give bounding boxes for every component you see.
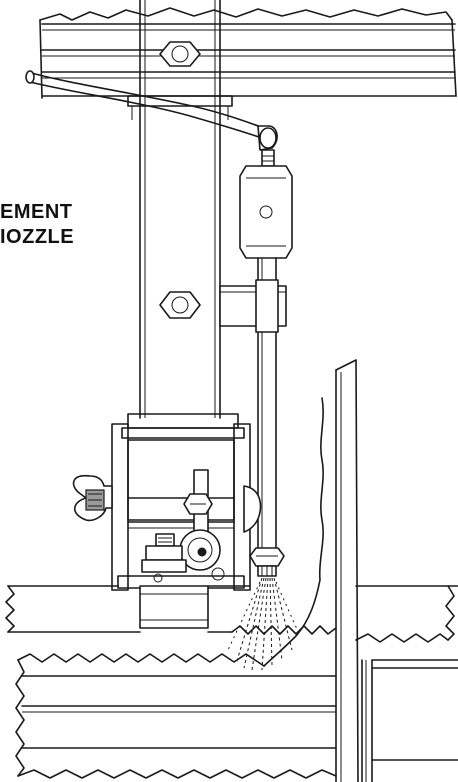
spray-pattern <box>227 577 301 671</box>
middle-beam <box>5 585 458 643</box>
sensor-eye <box>179 529 221 571</box>
supply-hose <box>25 70 265 139</box>
guide-roller <box>139 585 209 629</box>
pipe-clamp-bracket <box>219 279 287 333</box>
bracket-fitting <box>141 533 225 583</box>
post-hex-nut <box>183 493 213 515</box>
callout-label-line-1: EMENT <box>0 201 73 223</box>
upper-hex-bolt <box>159 41 201 67</box>
top-beam <box>39 7 457 99</box>
check-valve <box>239 165 293 259</box>
angle-wall <box>263 359 458 782</box>
bottom-beam <box>15 653 337 779</box>
vertical-mounting-bar <box>127 0 233 419</box>
nozzle-tip <box>249 547 285 577</box>
adjustment-knob <box>243 485 262 533</box>
wing-nut <box>72 474 113 522</box>
callout-label-line-2: IOZZLE <box>0 226 75 248</box>
hose-elbow-fitting <box>257 125 278 167</box>
lower-bracket-assembly <box>111 413 251 591</box>
middle-hex-bolt <box>159 291 201 319</box>
